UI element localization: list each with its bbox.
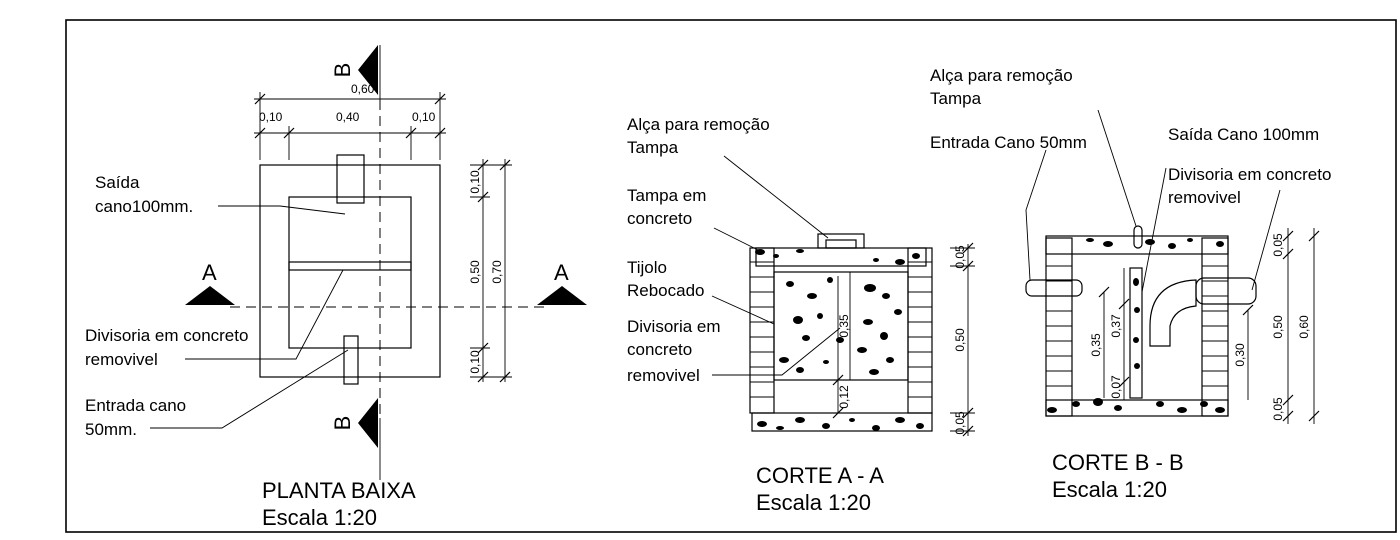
label-divisoria-line1: Divisoria em: [627, 317, 721, 336]
drawing-frame: [65, 19, 1397, 533]
label-saida-line2: cano100mm.: [95, 197, 193, 216]
dim-inner-012: 0,12: [837, 385, 851, 409]
dim-middle: 0,50: [1271, 315, 1285, 339]
saida-pipe: [1195, 277, 1257, 305]
corte-a-scale: Escala 1:20: [756, 490, 871, 515]
label-divisoria-line2: removivel: [1168, 188, 1241, 207]
corte-b-title: CORTE B - B: [1052, 450, 1184, 475]
dim-middle: 0,50: [953, 328, 967, 352]
dim-wall-right: 0,10: [412, 110, 436, 124]
dim-total-height: 0,70: [490, 260, 504, 284]
dim-inner: 0,40: [336, 110, 360, 124]
planta-title: PLANTA BAIXA: [262, 478, 416, 503]
corte-a-a: 0,35 0,12 0,05 0,50 0,05 Alça para remoç…: [627, 115, 975, 515]
label-divisoria-line2: removivel: [85, 350, 158, 369]
section-b-arrow-bottom: [358, 398, 378, 448]
saida-pipe: [336, 154, 365, 204]
label-divisoria-line3: removivel: [627, 366, 700, 385]
corte-a-title: CORTE A - A: [756, 463, 884, 488]
label-alca-line2: Tampa: [627, 138, 679, 157]
tampa-slab: [1045, 235, 1229, 255]
dim-total: 0,60: [1297, 315, 1311, 339]
dim-middle: 0,50: [468, 260, 482, 284]
outer-wall: [259, 164, 441, 378]
label-entrada-line2: 50mm.: [85, 420, 137, 439]
label-tijolo-line2: Rebocado: [627, 281, 705, 300]
inner-chamber: [288, 196, 412, 349]
dim-wall-left: 0,10: [259, 110, 283, 124]
entrada-pipe: [1025, 279, 1083, 297]
section-a-arrow-left: [185, 286, 235, 305]
dim-bottom: 0,05: [953, 411, 967, 435]
planta-baixa: A A B B 0,60 0,10 0,40 0,10: [85, 45, 587, 530]
alca-handle-inner: [825, 239, 857, 249]
dim-030: 0,30: [1233, 343, 1247, 367]
divisoria-plate: [1129, 267, 1143, 399]
dim-037: 0,37: [1109, 314, 1123, 338]
label-entrada-line1: Entrada cano: [85, 396, 186, 415]
dim-total-width: 0,60: [351, 82, 375, 96]
corte-b-b: 0,35 0,37 0,07 0,30 0,05 0,50 0,05 0,60 …: [930, 66, 1331, 502]
dim-bottom: 0,05: [1271, 397, 1285, 421]
label-alca-line1: Alça para remoção: [930, 66, 1073, 85]
section-a-arrow-right: [537, 286, 587, 305]
divisoria-plate: [288, 261, 412, 271]
section-a-label-left: A: [202, 260, 217, 285]
corte-b-scale: Escala 1:20: [1052, 477, 1167, 502]
dim-top: 0,10: [468, 170, 482, 194]
chamber-interior: [773, 271, 909, 381]
label-tampa-line2: concreto: [627, 209, 692, 228]
label-divisoria-line1: Divisoria em concreto: [1168, 165, 1331, 184]
bottom-slab: [1045, 399, 1229, 417]
brick-wall-right: [1201, 237, 1229, 417]
section-b-label-top: B: [330, 63, 355, 78]
dim-top: 0,05: [1271, 233, 1285, 257]
label-alca-line2: Tampa: [930, 89, 982, 108]
label-entrada: Entrada Cano 50mm: [930, 133, 1087, 152]
label-saida-line1: Saída: [95, 173, 140, 192]
label-tampa-line1: Tampa em: [627, 186, 706, 205]
label-alca-line1: Alça para remoção: [627, 115, 770, 134]
label-divisoria-line1: Divisoria em concreto: [85, 326, 248, 345]
dim-035: 0,35: [1089, 333, 1103, 357]
dim-bottom: 0,10: [468, 350, 482, 374]
label-tijolo-line1: Tijolo: [627, 258, 667, 277]
section-b-label-bottom: B: [330, 416, 355, 431]
brick-wall-right: [907, 247, 933, 414]
entrada-pipe: [343, 335, 359, 385]
bottom-slab: [751, 412, 933, 432]
brick-wall-left: [749, 247, 775, 414]
dim-top: 0,05: [953, 245, 967, 269]
brick-wall-left: [1045, 237, 1073, 417]
concrete-aggregate: [1047, 238, 1225, 413]
dim-007: 0,07: [1109, 375, 1123, 399]
saida-elbow: [1149, 279, 1197, 347]
label-divisoria-line2: concreto: [627, 340, 692, 359]
planta-scale: Escala 1:20: [262, 505, 377, 530]
dim-inner-035: 0,35: [837, 314, 851, 338]
label-saida: Saída Cano 100mm: [1168, 125, 1319, 144]
section-b-arrow-top: [358, 45, 378, 95]
alca-handle: [1133, 225, 1143, 249]
section-a-label-right: A: [554, 260, 569, 285]
